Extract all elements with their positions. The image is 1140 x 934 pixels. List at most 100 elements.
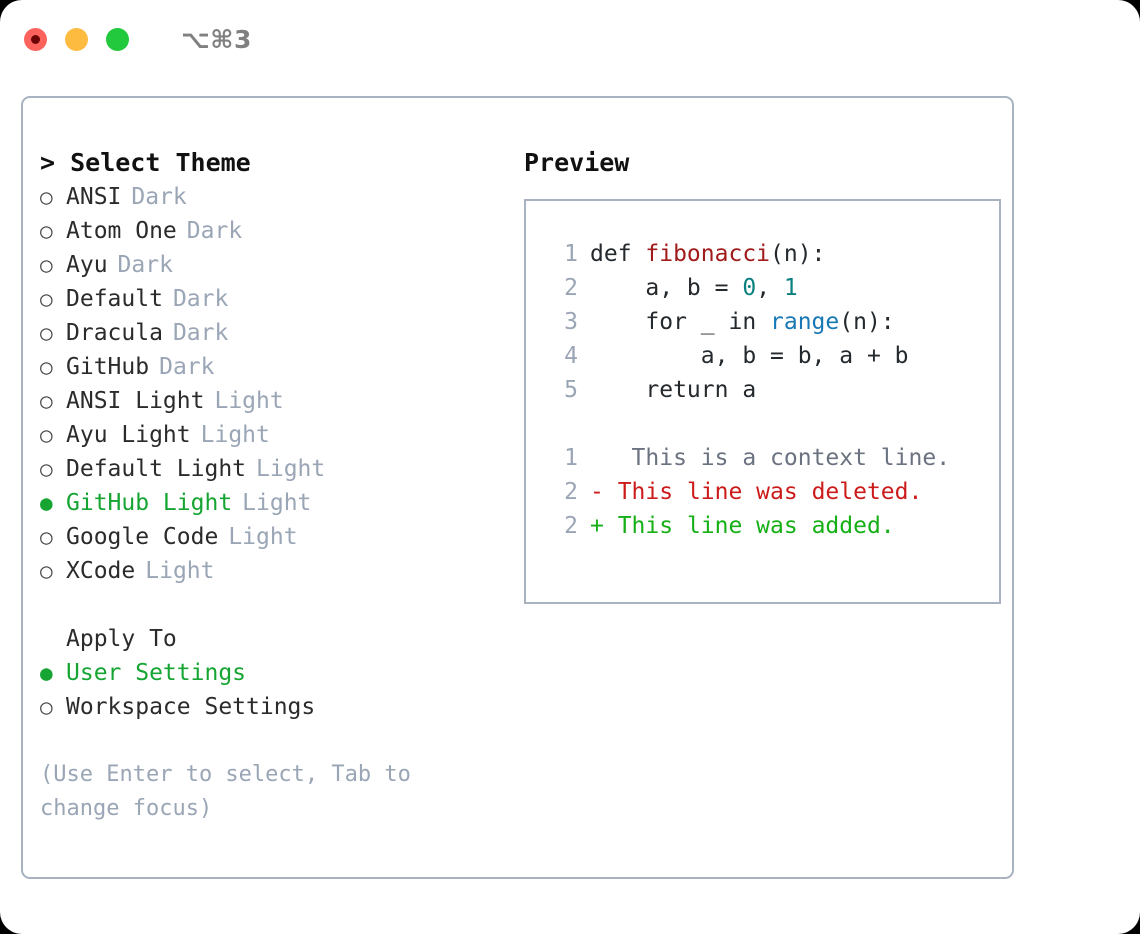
theme-option-label: Ayu Light <box>66 422 191 448</box>
code-token-plain: (n): <box>839 309 895 335</box>
code-token-plain: a, b = b, a + b <box>590 343 909 369</box>
title-bar: ⌥⌘3 <box>0 0 1140 78</box>
code-token-fn: fibonacci <box>645 241 771 267</box>
theme-option-ansi[interactable]: ○ ANSI Dark <box>40 180 502 214</box>
code-line-number: 3 <box>564 309 578 335</box>
diff-line-content: This is a context line. <box>603 445 951 471</box>
theme-option-label: GitHub Light <box>66 490 233 516</box>
code-token-plain: def <box>590 241 646 267</box>
section-spacer <box>40 588 502 622</box>
theme-option-label: GitHub <box>66 354 150 380</box>
diff-line-number: 2 <box>564 513 578 539</box>
radio-unselected-icon: ○ <box>40 287 53 311</box>
radio-unselected-icon: ○ <box>40 185 53 209</box>
diff-line-number: 1 <box>564 445 578 471</box>
radio-unselected-icon: ○ <box>40 525 53 549</box>
minimize-button[interactable] <box>65 27 88 51</box>
theme-kind-tag: Dark <box>131 184 187 210</box>
code-line-content: def fibonacci(n): <box>590 237 825 271</box>
apply-to-option-label: Workspace Settings <box>66 694 316 720</box>
theme-option-label: ANSI Light <box>66 388 205 414</box>
code-line: 2 a, b = 0, 1 <box>544 271 999 305</box>
radio-unselected-icon: ○ <box>40 389 53 413</box>
code-line: 4 a, b = b, a + b <box>544 339 999 373</box>
theme-option-ayu-light[interactable]: ○ Ayu Light Light <box>40 418 502 452</box>
radio-selected-icon: ● <box>40 661 53 685</box>
close-button[interactable] <box>24 27 47 51</box>
radio-unselected-icon: ○ <box>40 219 53 243</box>
theme-option-label: Default <box>66 286 163 312</box>
code-line-content: a, b = 0, 1 <box>590 271 798 305</box>
theme-option-label: Google Code <box>66 524 219 550</box>
theme-kind-tag: Light <box>214 388 284 414</box>
theme-kind-tag: Dark <box>117 252 173 278</box>
apply-to-option-user-settings[interactable]: ● User Settings <box>40 656 502 690</box>
radio-selected-icon: ● <box>40 491 53 515</box>
apply-to-option-workspace-settings[interactable]: ○Workspace Settings <box>40 690 502 724</box>
traffic-light-controls <box>24 27 129 51</box>
code-token-plain: for _ in <box>590 309 771 335</box>
keyboard-shortcut-label: ⌥⌘3 <box>181 24 252 54</box>
code-line-number: 4 <box>564 343 578 369</box>
select-theme-title: > Select Theme <box>40 148 251 177</box>
code-token-plain: return a <box>590 377 757 403</box>
code-line-number: 2 <box>564 275 578 301</box>
maximize-button[interactable] <box>106 27 129 51</box>
apply-to-option-label: User Settings <box>66 660 247 686</box>
theme-option-google-code[interactable]: ○ Google Code Light <box>40 520 502 554</box>
theme-option-label: Default Light <box>66 456 247 482</box>
theme-kind-tag: Dark <box>159 354 215 380</box>
code-line-number: 5 <box>564 377 578 403</box>
radio-unselected-icon: ○ <box>40 355 53 379</box>
code-token-plain: a, b = <box>590 275 743 301</box>
theme-option-label: ANSI <box>66 184 122 210</box>
diff-line-content: This line was added. <box>603 513 895 539</box>
radio-unselected-icon: ○ <box>40 321 53 345</box>
theme-option-atom-one[interactable]: ○ Atom One Dark <box>40 214 502 248</box>
diff-marker <box>590 441 604 475</box>
theme-option-github[interactable]: ○ GitHub Dark <box>40 350 502 384</box>
code-line-content: a, b = b, a + b <box>590 339 909 373</box>
theme-option-label: Ayu <box>66 252 108 278</box>
theme-option-label: Atom One <box>66 218 177 244</box>
code-line: 5 return a <box>544 373 999 407</box>
diff-line: 2- This line was deleted. <box>544 475 999 509</box>
theme-kind-tag: Dark <box>172 286 229 312</box>
code-line-content: return a <box>590 373 756 407</box>
preview-title: Preview <box>524 148 630 177</box>
theme-option-label: XCode <box>66 558 136 584</box>
code-token-num: 0 <box>742 275 757 301</box>
theme-option-default[interactable]: ○ Default Dark <box>40 282 502 316</box>
diff-marker: - <box>590 479 604 505</box>
diff-line-content: This line was deleted. <box>603 479 923 505</box>
code-line: 3 for _ in range(n): <box>544 305 999 339</box>
diff-line: 1 This is a context line. <box>544 441 999 475</box>
code-line-content: for _ in range(n): <box>590 305 895 339</box>
theme-kind-tag: Light <box>228 524 298 550</box>
apply-to-list[interactable]: ● User Settings ○Workspace Settings <box>40 656 502 724</box>
code-token-plain: , <box>756 275 784 301</box>
radio-unselected-icon: ○ <box>40 559 53 583</box>
code-token-num: 1 <box>783 275 798 301</box>
code-diff-spacer <box>544 407 999 441</box>
diff-marker: + <box>590 513 604 539</box>
theme-kind-tag: Dark <box>172 320 229 346</box>
theme-kind-tag: Light <box>200 422 270 448</box>
keyboard-hint-text: (Use Enter to select, Tab to change focu… <box>40 762 425 821</box>
recording-indicator-icon <box>31 34 40 44</box>
radio-unselected-icon: ○ <box>40 457 53 481</box>
theme-kind-tag: Dark <box>186 218 243 244</box>
radio-unselected-icon: ○ <box>40 423 53 447</box>
theme-option-ansi-light[interactable]: ○ ANSI Light Light <box>40 384 502 418</box>
